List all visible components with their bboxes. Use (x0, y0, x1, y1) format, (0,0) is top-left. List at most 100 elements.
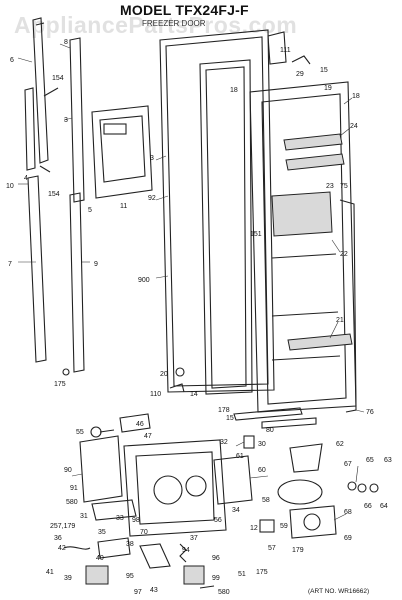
handle-trim-left-lower (27, 175, 47, 363)
callout-580-mid: 580 (66, 499, 78, 506)
callout-80: 80 (266, 427, 274, 434)
callout-257-179: 257,179 (50, 523, 75, 530)
part-20 (175, 367, 185, 377)
bottom-trim-80 (261, 417, 317, 429)
callout-3-right: 3 (150, 155, 154, 162)
callout-111: 111 (280, 47, 291, 54)
callout-39: 39 (64, 575, 72, 582)
leader-lines (17, 43, 365, 521)
callout-90: 90 (64, 467, 72, 474)
handle-trim-upper (32, 17, 49, 164)
callout-36: 36 (54, 535, 62, 542)
callout-900: 900 (138, 277, 150, 284)
callout-9: 9 (94, 261, 98, 268)
callout-labels: 8 6 154 3 10 4 154 5 7 9 175 11 3 92 900… (6, 39, 392, 596)
callout-30: 30 (258, 441, 266, 448)
callout-38: 38 (126, 541, 134, 548)
callout-24: 24 (350, 123, 358, 130)
hinge-bracket-111 (267, 31, 287, 65)
callout-64: 64 (380, 503, 388, 510)
callout-62: 62 (336, 441, 344, 448)
callout-5: 5 (88, 207, 92, 214)
section-label: FREEZER DOOR (142, 19, 206, 28)
art-number: (ART NO. WR16662) (308, 588, 370, 595)
callout-15-bottom: 15 (226, 415, 234, 422)
callout-23: 23 (326, 183, 334, 190)
lever-94 (139, 543, 171, 569)
callout-97: 97 (134, 589, 142, 596)
callout-66: 66 (364, 503, 372, 510)
callout-95: 95 (126, 573, 134, 580)
model-title: MODEL TFX24FJ-F (120, 2, 249, 18)
callout-63: 63 (384, 457, 392, 464)
handle-bar (24, 87, 36, 171)
callout-151: 151 (250, 231, 262, 238)
callout-21: 21 (336, 317, 344, 324)
switch-30 (243, 435, 255, 449)
callout-154-lower: 154 (48, 191, 60, 198)
callout-99: 99 (212, 575, 220, 582)
callout-47: 47 (144, 433, 152, 440)
callout-15-top: 15 (320, 67, 328, 74)
shelf-24 (283, 133, 343, 151)
dispenser-housing (123, 439, 227, 537)
ice-chute-62 (289, 443, 323, 473)
bracket-40 (97, 537, 131, 559)
callout-43: 43 (150, 587, 158, 594)
callout-46: 46 (136, 421, 144, 428)
callout-94: 94 (182, 547, 190, 554)
callout-18-right: 18 (352, 93, 360, 100)
solenoid-39 (85, 565, 109, 585)
callout-56: 56 (214, 517, 222, 524)
motor-68 (277, 479, 323, 505)
door-gasket (199, 59, 253, 395)
callout-32: 32 (220, 439, 228, 446)
screw-175 (62, 368, 70, 376)
door-outer-panel (159, 29, 275, 393)
auger-parts-65 (347, 481, 379, 493)
shelf-23 (285, 153, 345, 171)
callout-65: 65 (366, 457, 374, 464)
callout-60: 60 (258, 467, 266, 474)
drip-tray-31 (91, 499, 137, 521)
callout-154-upper: 154 (52, 75, 64, 82)
callout-6: 6 (10, 57, 14, 64)
callout-580-bottom: 580 (218, 589, 230, 596)
callout-76: 76 (366, 409, 374, 416)
screw-580 (199, 585, 215, 589)
callout-175-left: 175 (54, 381, 66, 388)
bottom-trim-15 (233, 407, 303, 421)
screw-154-upper (43, 87, 59, 97)
callout-31: 31 (80, 513, 88, 520)
callout-68: 68 (344, 509, 352, 516)
fan-69 (289, 505, 337, 539)
callout-4: 4 (24, 175, 28, 182)
callout-91: 91 (70, 485, 78, 492)
callout-96: 96 (212, 555, 220, 562)
actuator-46 (119, 413, 151, 433)
callout-20: 20 (160, 371, 168, 378)
callout-10: 10 (6, 183, 14, 190)
solenoid-99 (183, 565, 205, 585)
callout-179: 179 (292, 547, 304, 554)
dispenser-recess (91, 105, 153, 199)
callout-33: 33 (116, 515, 124, 522)
handle-trim-right-lower (69, 192, 85, 373)
spring-96 (179, 543, 187, 563)
dispenser-front-plate (79, 435, 123, 503)
callout-22: 22 (340, 251, 348, 258)
callout-98: 98 (132, 517, 140, 524)
callout-69: 69 (344, 535, 352, 542)
callout-7: 7 (8, 261, 12, 268)
bracket-12 (259, 519, 275, 533)
callout-61: 61 (236, 453, 244, 460)
callout-59: 59 (280, 523, 288, 530)
callout-75: 75 (340, 183, 348, 190)
shelf-21 (287, 333, 353, 351)
handle-trim-right-upper (69, 37, 85, 203)
screw-154-lower (39, 165, 51, 173)
callout-8: 8 (64, 39, 68, 46)
part-110 (169, 383, 185, 393)
callout-3-left: 3 (64, 117, 68, 124)
